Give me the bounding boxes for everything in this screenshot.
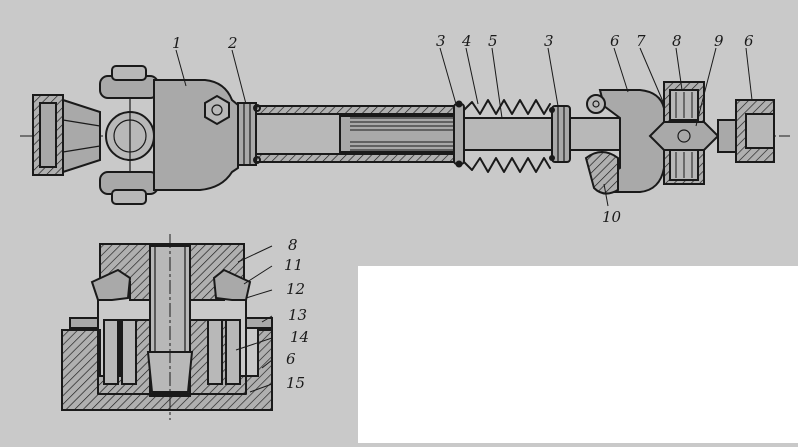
detail-label-12: 12 xyxy=(286,280,305,298)
label-10: 10 xyxy=(602,208,622,226)
label-1: 1 xyxy=(172,34,182,52)
label-7: 7 xyxy=(636,32,646,50)
seal-3-left xyxy=(453,100,465,168)
splined-shaft-5 xyxy=(463,117,555,151)
detail-label-8: 8 xyxy=(288,236,298,254)
left-flange xyxy=(32,94,101,176)
shaft-assembly: 1 2 3 4 5 3 6 7 8 9 6 10 xyxy=(20,32,790,226)
right-flange-6 xyxy=(717,99,775,163)
label-2: 2 xyxy=(227,34,238,52)
label-5: 5 xyxy=(488,32,498,50)
label-6-flange: 6 xyxy=(744,32,754,50)
bearing-detail-section: 8 11 12 13 14 6 15 xyxy=(61,234,309,420)
right-universal-joint xyxy=(648,81,720,185)
detail-label-15: 15 xyxy=(286,374,305,392)
blank-panel xyxy=(358,266,798,443)
spline-sleeve-2 xyxy=(237,102,257,166)
lock-ring-13 xyxy=(69,317,99,329)
protective-boot-4 xyxy=(463,99,551,173)
seal-11-left xyxy=(90,268,132,301)
detail-label-6: 6 xyxy=(286,350,296,368)
leader-lines xyxy=(175,47,753,207)
yoke-shaft xyxy=(569,117,621,151)
label-9: 9 xyxy=(714,32,724,50)
yoke-6 xyxy=(586,89,665,193)
label-4: 4 xyxy=(461,32,472,50)
label-3-right: 3 xyxy=(544,32,554,50)
seal-3-right xyxy=(549,105,571,163)
part-10 xyxy=(584,151,619,195)
label-3-left: 3 xyxy=(436,32,446,50)
detail-leader-lines xyxy=(235,245,273,393)
detail-label-11: 11 xyxy=(284,256,303,274)
label-6-yoke: 6 xyxy=(610,32,620,50)
detail-label-14: 14 xyxy=(290,328,309,346)
label-8: 8 xyxy=(672,32,682,50)
detail-label-13: 13 xyxy=(288,306,307,324)
yoke-1 xyxy=(153,79,239,191)
left-universal-joint xyxy=(99,65,159,205)
needle-rollers-14 xyxy=(103,319,241,385)
shaft-tube xyxy=(253,104,457,164)
